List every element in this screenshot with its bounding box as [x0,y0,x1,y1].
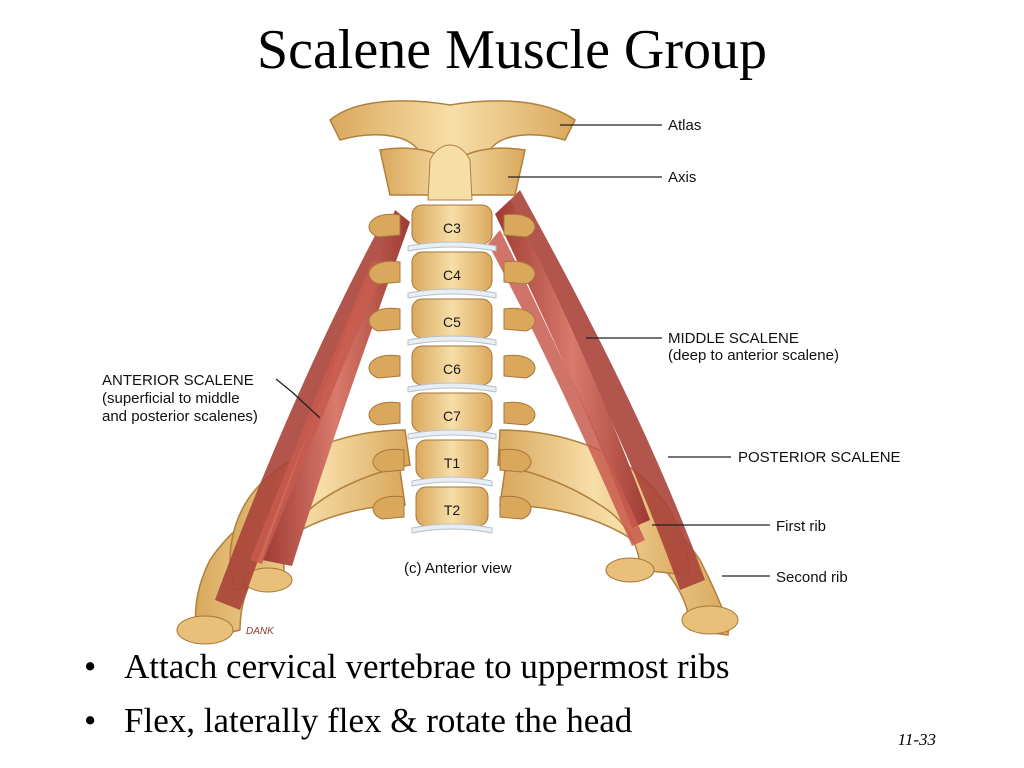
vertebral-column [329,100,576,201]
view-caption: (c) Anterior view [404,560,512,577]
second-rib-label: Second rib [776,569,848,586]
vertebra-label-c6: C6 [443,361,461,377]
middle-scalene-label: MIDDLE SCALENE [668,330,799,347]
transverse-process [368,401,536,426]
bullet-text: Flex, laterally flex & rotate the head [124,701,633,740]
axis-label: Axis [668,169,696,186]
bullet-list: • Attach cervical vertebrae to uppermost … [84,640,729,748]
transverse-process [368,307,536,332]
middle-scalene-left [250,260,385,564]
intervertebral-disc [407,241,497,252]
transverse-process [368,260,536,285]
bullet-item: • Flex, laterally flex & rotate the head [84,694,729,748]
bullet-text: Attach cervical vertebrae to uppermost r… [124,647,730,686]
anterior-scalene-left [262,210,410,566]
intervertebral-disc [411,523,493,534]
slide-title: Scalene Muscle Group [256,19,768,81]
intervertebral-disc [411,476,493,487]
dens [427,144,473,201]
intervertebral-disc [407,382,497,393]
transverse-process [368,354,536,379]
anterior-scalene-label: ANTERIOR SCALENE [102,372,254,389]
vertebra-label-c4: C4 [443,267,461,283]
first-rib-label: First rib [776,518,826,535]
transverse-process [372,495,532,520]
artist-signature: DANK [246,626,275,637]
anterior-scalene-note-1: (superficial to middle [102,390,240,407]
vertebra-label-c5: C5 [443,314,461,330]
anterior-scalene-note-2: and posterior scalenes) [102,408,258,425]
slide-number: 11-33 [897,730,936,749]
leader-lines [275,124,770,577]
vertebra-label-t2: T2 [444,502,461,518]
vertebra-label-c7: C7 [443,408,461,424]
anterior-scalene-right [488,230,645,546]
middle-scalene-note: (deep to anterior scalene) [668,347,839,364]
intervertebral-disc [407,288,497,299]
vertebra-label-t1: T1 [444,455,461,471]
bullet-dot: • [84,701,97,740]
posterior-scalene-label: POSTERIOR SCALENE [738,449,901,466]
transverse-process [368,213,536,238]
vertebra-label-c3: C3 [443,220,461,236]
intervertebral-disc [407,429,497,440]
bullet-item: • Attach cervical vertebrae to uppermost … [84,640,729,694]
posterior-scalene-right [505,190,705,590]
bullet-dot: • [84,647,97,686]
atlas-label: Atlas [668,117,701,134]
anterior-scalene-leader [275,378,321,419]
transverse-process [372,448,532,473]
intervertebral-disc [407,335,497,346]
middle-scalene-right [495,200,650,528]
